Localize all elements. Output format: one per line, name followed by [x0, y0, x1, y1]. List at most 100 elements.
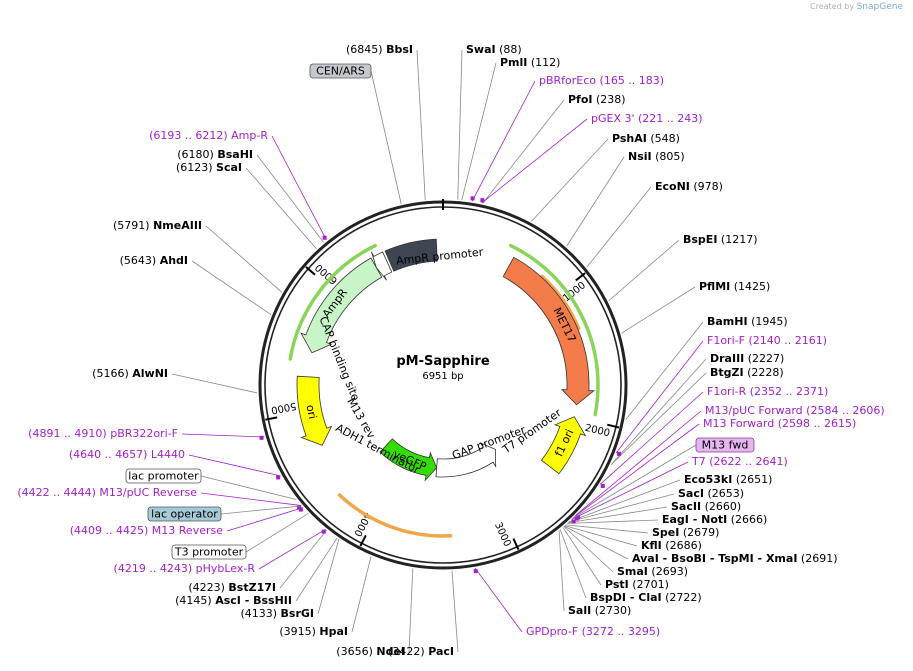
- enzyme-site: SacI (2653): [678, 487, 744, 500]
- snapgene-credit: Created by SnapGene: [810, 2, 903, 12]
- primer-arcs: [288, 243, 600, 538]
- leader-enzyme: [171, 373, 258, 394]
- enzyme-site: (5791) NmeAIII: [113, 219, 202, 232]
- leader-enzyme: [621, 286, 696, 334]
- leader-box: [200, 475, 297, 500]
- enzyme-site: (6845) BbsI: [346, 43, 413, 56]
- enzyme-position: (805): [655, 150, 685, 163]
- enzyme-position: (6180): [177, 148, 214, 161]
- enzyme-name: NdeI: [376, 645, 405, 658]
- enzyme-name: PstI: [605, 578, 629, 591]
- enzyme-site: PstI (2701): [605, 578, 669, 591]
- leader-enzyme: [568, 493, 675, 523]
- leader-primer: [599, 391, 704, 485]
- leader-enzyme: [531, 138, 609, 222]
- enzyme-site: (3422) PacI: [388, 645, 454, 658]
- leader-enzyme: [564, 525, 638, 547]
- leader-enzyme: [566, 156, 625, 247]
- tick-label: 5000: [270, 400, 297, 416]
- enzyme-site: (6123) ScaI: [176, 161, 242, 174]
- leader-enzyme: [416, 49, 426, 200]
- leader-primer: [471, 80, 536, 202]
- primer-site: F1ori-R (2352 .. 2371): [707, 385, 828, 398]
- primer-site: (4409 .. 4425) M13 Reverse: [70, 524, 223, 537]
- primer-name: M13 Reverse: [152, 524, 223, 537]
- box-label-m13-fwd: M13 fwd: [702, 439, 749, 452]
- enzyme-site: (4145) AscI - BssHII: [175, 594, 292, 607]
- primer-name: M13 Forward: [703, 417, 774, 430]
- leader-enzyme: [610, 358, 707, 465]
- enzyme-site: (3915) HpaI: [279, 625, 348, 638]
- leader-primer: [200, 492, 302, 506]
- primer-range: (2140 .. 2161): [748, 334, 827, 347]
- leader-primer: [481, 118, 588, 204]
- leader-enzyme: [563, 525, 629, 560]
- enzyme-site: KflI (2686): [641, 539, 702, 552]
- leader-primer: [615, 340, 704, 453]
- enzyme-position: (3656): [336, 645, 373, 658]
- primer-site: (4219 .. 4243) pHybLex-R: [114, 562, 256, 575]
- enzyme-name: PmlI: [500, 56, 527, 69]
- credit-brand: SnapGene: [856, 2, 903, 12]
- enzyme-name: AlwNI: [132, 367, 168, 380]
- leader-primer: [188, 454, 281, 477]
- enzyme-site: SalI (2730): [568, 604, 631, 617]
- leader-primer: [226, 507, 304, 532]
- plasmid-name: pM-Sapphire: [396, 354, 490, 369]
- tick-mark: [607, 423, 620, 429]
- leader-enzyme: [351, 556, 372, 633]
- enzyme-name: PflMI: [699, 280, 730, 293]
- primer-range: (4409 .. 4425): [70, 524, 149, 537]
- primer-site: F1ori-F (2140 .. 2161): [707, 334, 827, 347]
- enzyme-position: (2730): [595, 604, 632, 617]
- box-t3-promoter: [171, 544, 247, 560]
- leader-enzyme: [295, 537, 338, 602]
- feature-ampr: [300, 257, 383, 354]
- leader-primer: [271, 135, 327, 241]
- leader-enzyme: [562, 527, 602, 586]
- leader-primer: [571, 461, 689, 520]
- leader-enzyme: [245, 167, 317, 249]
- feature-yegfp: [379, 438, 438, 482]
- inner-label-cap-binding-site: CAP binding site: [316, 315, 362, 403]
- tick-mark: [575, 272, 586, 282]
- leader-enzyme: [608, 239, 680, 301]
- enzyme-position: (2722): [665, 591, 702, 604]
- leader-enzyme: [457, 49, 463, 200]
- leader-enzyme: [461, 62, 497, 201]
- enzyme-position: (1425): [734, 280, 771, 293]
- feature-cen-ars-bar: [384, 238, 438, 272]
- enzyme-site: (6180) BsaHI: [177, 148, 253, 161]
- leader-primer: [574, 423, 700, 517]
- box-m13-fwd: [695, 437, 755, 453]
- enzyme-position: (1217): [721, 233, 758, 246]
- feature-ampr-promoter: [371, 251, 393, 281]
- leader-primer: [181, 433, 265, 438]
- enzyme-name: SwaI: [466, 43, 496, 56]
- enzyme-name: BamHI: [707, 315, 748, 328]
- enzyme-site: (3656) NdeI: [336, 645, 405, 658]
- enzyme-position: (5791): [113, 219, 150, 232]
- enzyme-site: BspEI (1217): [683, 233, 758, 246]
- enzyme-name: HpaI: [319, 625, 348, 638]
- enzyme-site: DraIII (2227): [710, 352, 784, 365]
- primer-name: pBR322ori-F: [110, 427, 178, 440]
- enzyme-position: (5166): [92, 367, 129, 380]
- primer-name: L4440: [151, 448, 185, 461]
- enzyme-position: (978): [693, 180, 723, 193]
- leader-lines: [171, 49, 707, 653]
- center-title: pM-Sapphire 6951 bp: [396, 354, 490, 382]
- enzyme-site: Eco53kI (2651): [684, 473, 772, 486]
- leader-enzyme: [567, 519, 659, 524]
- primer-mark: [470, 196, 475, 201]
- box-lac-operator: [147, 506, 222, 522]
- leader-primer: [575, 410, 702, 516]
- leader-enzyme: [565, 524, 649, 534]
- enzyme-position: (2666): [731, 513, 768, 526]
- leader-box: [572, 444, 697, 519]
- leader-enzyme: [482, 99, 565, 204]
- enzyme-position: (2691): [801, 552, 838, 565]
- enzyme-name: SacI: [678, 487, 704, 500]
- tick-mark: [305, 266, 316, 276]
- enzyme-position: (4133): [240, 607, 277, 620]
